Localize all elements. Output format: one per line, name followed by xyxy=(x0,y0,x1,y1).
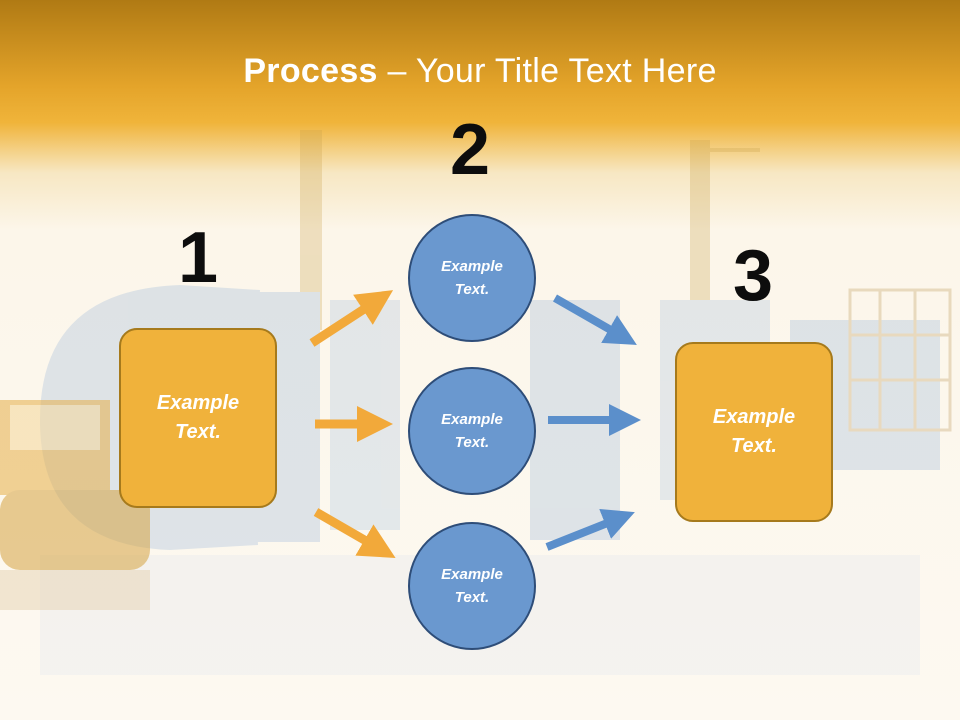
right-text-box: Example Text. xyxy=(675,342,833,522)
left-text-box: Example Text. xyxy=(119,328,277,508)
slide-title: Process – Your Title Text Here xyxy=(0,52,960,91)
left-box-text: Example Text. xyxy=(156,392,240,443)
circle-top: Example Text. xyxy=(408,214,536,342)
circle-top-text: Example Text. xyxy=(441,258,503,298)
right-box-text: Example Text. xyxy=(712,406,796,457)
circle-middle-text: Example Text. xyxy=(441,411,503,451)
arrow-orange-up xyxy=(309,290,394,347)
circle-middle: Example Text. xyxy=(408,367,536,495)
step-number-3: 3 xyxy=(733,236,774,316)
circle-bottom-text: Example Text. xyxy=(441,566,503,606)
title-rest: – Your Title Text Here xyxy=(377,52,717,90)
arrow-blue-up xyxy=(545,509,635,551)
title-strong: Process xyxy=(243,52,378,90)
arrow-blue-down xyxy=(553,294,637,345)
step-number-2: 2 xyxy=(450,110,491,190)
circle-bottom: Example Text. xyxy=(408,522,536,650)
arrow-orange-down xyxy=(313,508,396,559)
step-number-1: 1 xyxy=(178,218,219,298)
